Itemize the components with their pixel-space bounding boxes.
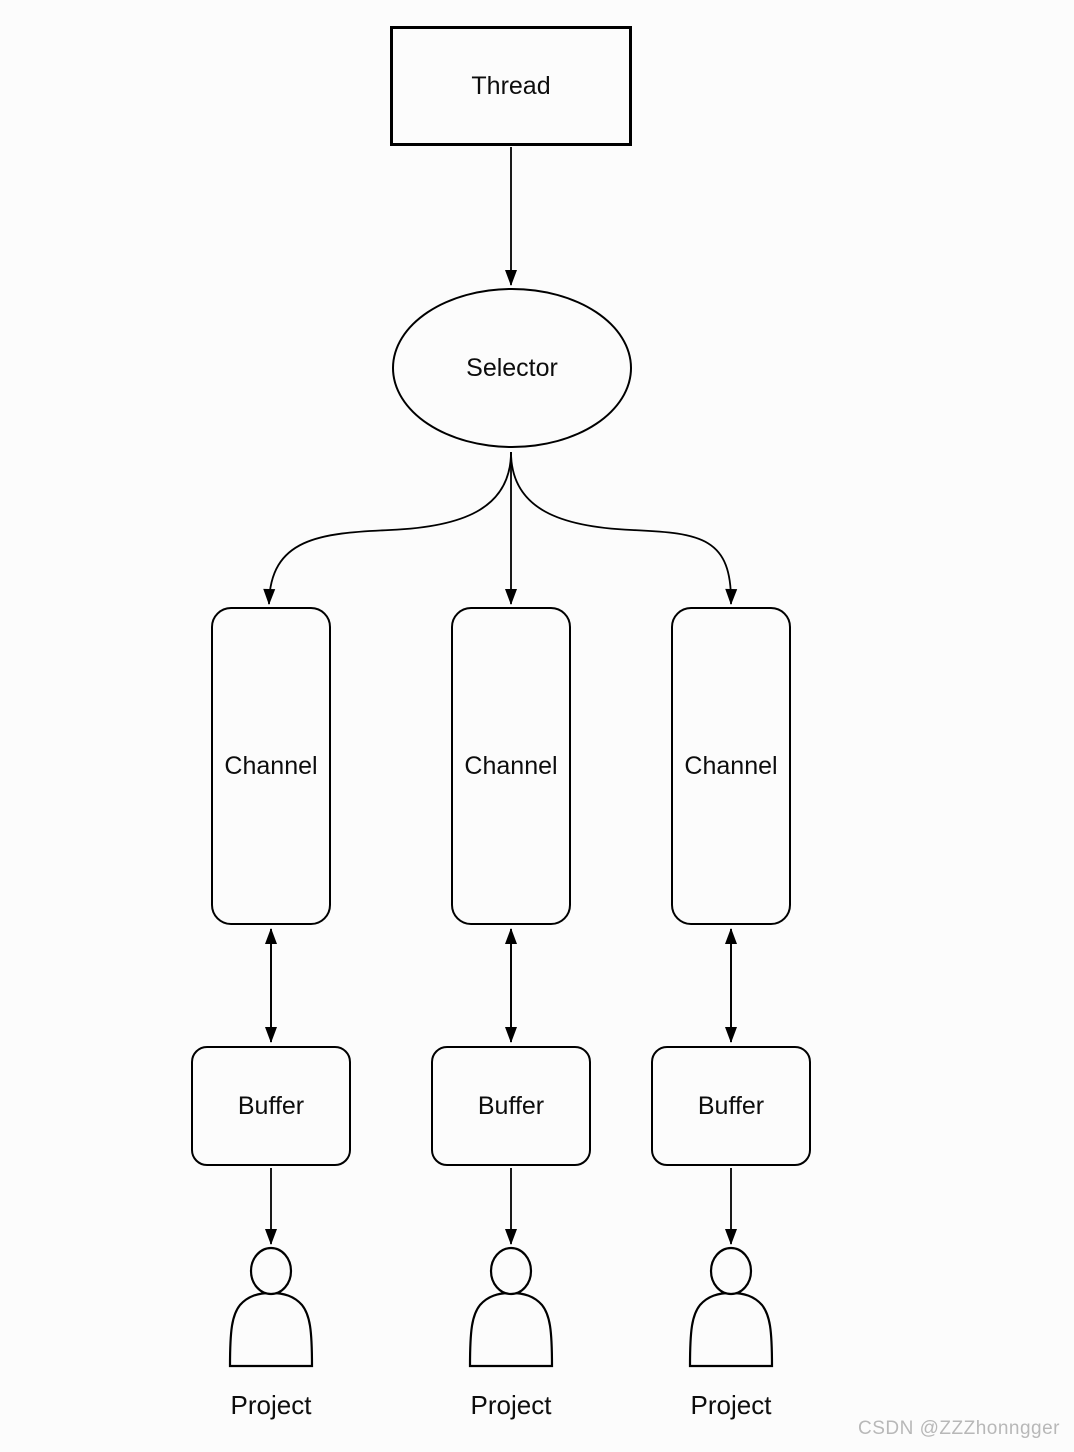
buffer-node-1: Buffer (191, 1046, 351, 1166)
arrow-selector-to-channel-1 (263, 451, 512, 605)
csdn-watermark: CSDN @ZZZhonngger (857, 1418, 1060, 1439)
channel-node-3: Channel (671, 607, 791, 925)
buffer-label: Buffer (697, 1091, 765, 1120)
project-label-3: Project (690, 1390, 772, 1420)
selector-label: Selector (466, 353, 558, 382)
channel-label: Channel (224, 751, 318, 780)
buffer-node-3: Buffer (651, 1046, 811, 1166)
channel-node-2: Channel (451, 607, 571, 925)
project-label-2: Project (470, 1390, 552, 1420)
buffer-node-2: Buffer (431, 1046, 591, 1166)
channel-label: Channel (464, 751, 558, 780)
buffer-label: Buffer (237, 1091, 305, 1120)
arrow-selector-to-channel-3 (510, 451, 738, 605)
buffer-label: Buffer (477, 1091, 545, 1120)
channel-node-1: Channel (211, 607, 331, 925)
person-icon (468, 1246, 554, 1368)
thread-label: Thread (471, 71, 551, 100)
channel-label: Channel (684, 751, 778, 780)
thread-node: Thread (390, 26, 632, 146)
project-label-1: Project (230, 1390, 312, 1420)
person-icon (228, 1246, 314, 1368)
person-icon (688, 1246, 774, 1368)
selector-node: Selector (392, 288, 632, 448)
